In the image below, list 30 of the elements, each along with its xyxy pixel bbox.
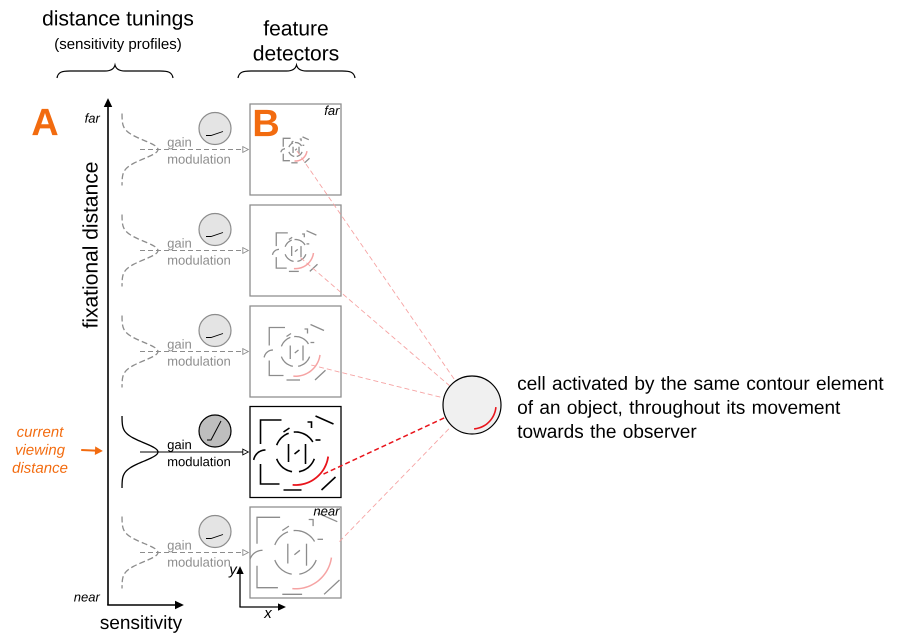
annotation-text: current viewing distance	[12, 427, 68, 473]
panel-letter: B	[254, 110, 278, 136]
modulation-label: modulation	[168, 255, 230, 265]
connection-line	[296, 150, 456, 382]
feature-detector-box: near	[249, 506, 342, 599]
heading: distance tunings	[43, 10, 194, 30]
axis-label: near	[74, 594, 100, 602]
modulation-label: modulation	[168, 456, 230, 466]
tuning-curve	[121, 114, 159, 186]
modulation-label: modulation	[168, 356, 230, 366]
feature-detector-box	[249, 406, 342, 498]
axis-title: sensitivity	[100, 615, 182, 633]
tuning-curve	[121, 214, 159, 286]
feature-detector-box	[249, 305, 342, 398]
axis-title: fixational distance	[82, 162, 98, 328]
panel-letter: A	[32, 108, 58, 136]
tuning-curve	[121, 416, 159, 488]
modulation-label: modulation	[168, 557, 230, 567]
description-text: cell activated by the same contour element of an object, throughout its movement towards the observer	[518, 376, 884, 438]
tuning-curve	[121, 516, 159, 589]
feature-detector-box	[249, 204, 342, 297]
connection-line	[300, 257, 450, 386]
subheading: (sensitivity profiles)	[55, 38, 181, 52]
modulation-label: modulation	[168, 154, 230, 164]
tuning-curve	[121, 316, 159, 388]
axis-label: far	[85, 113, 100, 123]
cell-circle	[442, 375, 502, 435]
connection-line	[323, 416, 446, 475]
axis-label: y	[228, 566, 238, 578]
connection-line	[339, 426, 452, 542]
